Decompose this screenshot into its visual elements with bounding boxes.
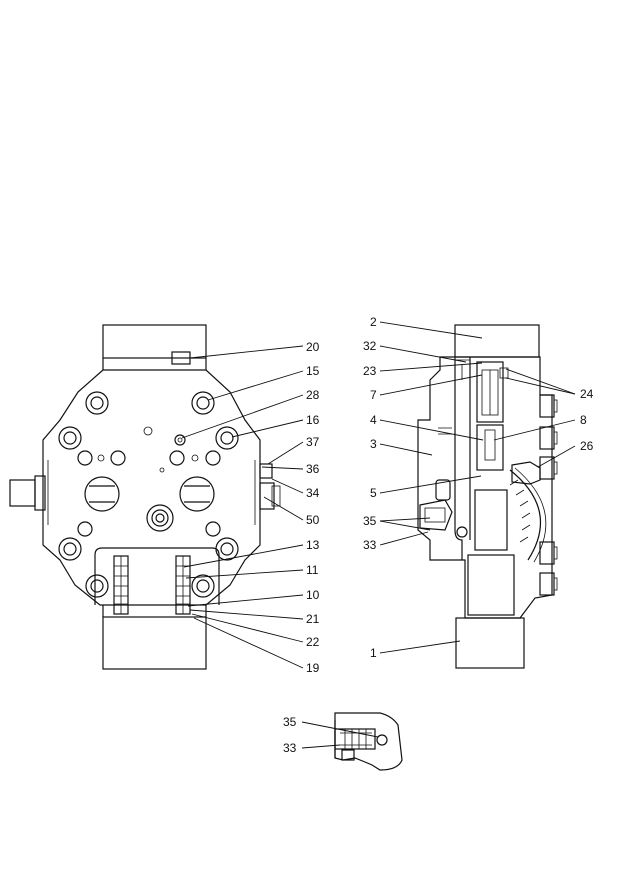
section-view	[417, 324, 558, 669]
callout-19: 19	[306, 661, 320, 675]
callout-labels-detail: 35 33	[283, 715, 297, 755]
callout-labels-right: 2 32 23 7 24 4 8 3 26 5 35 33 1	[363, 315, 594, 660]
mounting-bolts	[58, 391, 239, 598]
callout-10: 10	[306, 588, 320, 602]
callout-20: 20	[306, 340, 320, 354]
callout-4: 4	[370, 413, 377, 427]
callout-32: 32	[363, 339, 377, 353]
callout-23: 23	[363, 364, 377, 378]
callout-1: 1	[370, 646, 377, 660]
callout-37: 37	[306, 435, 320, 449]
callout-7: 7	[370, 388, 377, 402]
leader-lines	[181, 321, 576, 749]
callout-35: 35	[363, 514, 377, 528]
callout-13: 13	[306, 538, 320, 552]
callout-22: 22	[306, 635, 320, 649]
callout-5: 5	[370, 486, 377, 500]
check-valves	[113, 555, 191, 615]
callout-15: 15	[306, 364, 320, 378]
callout-33: 33	[363, 538, 377, 552]
front-view	[9, 324, 281, 670]
callout-26: 26	[580, 439, 594, 453]
callout-11: 11	[306, 563, 319, 577]
callout-50: 50	[306, 513, 320, 527]
callout-8: 8	[580, 413, 587, 427]
callout-28: 28	[306, 388, 320, 402]
callout-34: 34	[306, 486, 320, 500]
callout-detail-35: 35	[283, 715, 297, 729]
callout-labels-left: 20 15 28 16 37 36 34 50 13 11 10 21 22 1…	[306, 340, 320, 675]
callout-2: 2	[370, 315, 377, 329]
callout-24: 24	[580, 387, 594, 401]
detail-view	[334, 712, 403, 771]
callout-detail-33: 33	[283, 741, 297, 755]
callout-16: 16	[306, 413, 320, 427]
callout-3: 3	[370, 437, 377, 451]
callout-36: 36	[306, 462, 320, 476]
callout-21: 21	[306, 612, 320, 626]
